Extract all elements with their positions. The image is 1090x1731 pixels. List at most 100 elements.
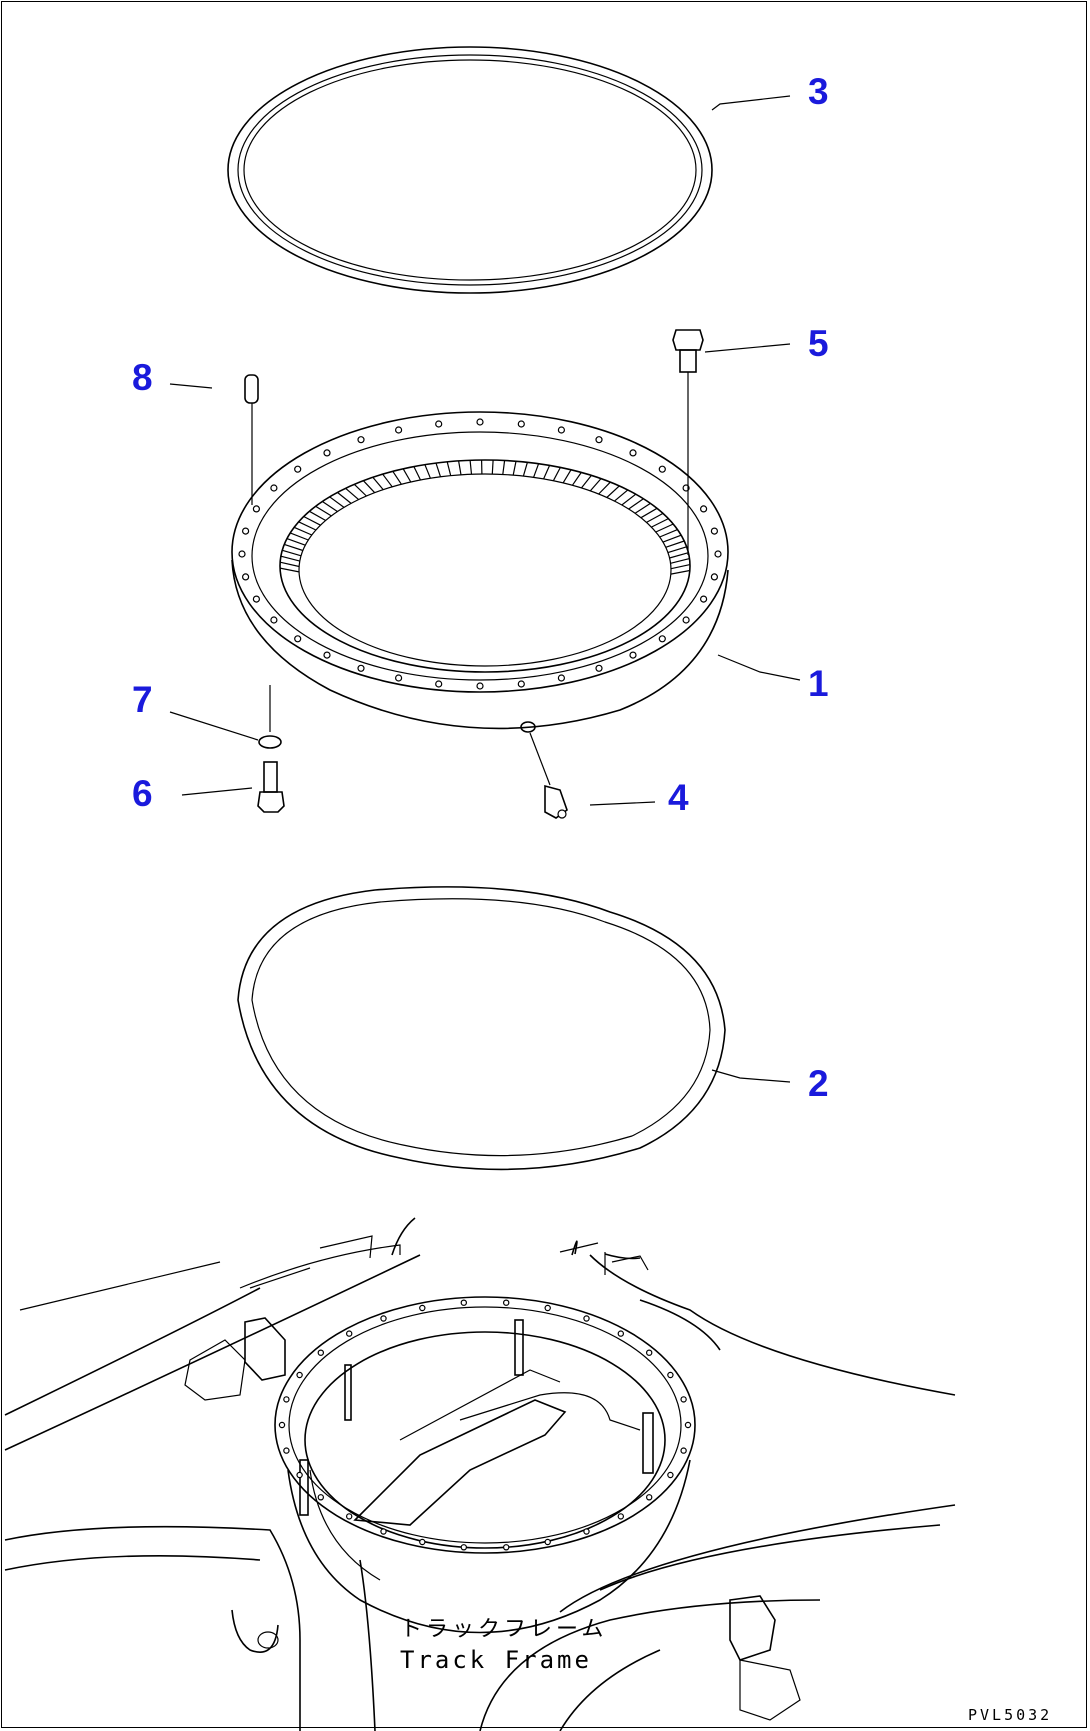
gear-tooth bbox=[659, 529, 678, 538]
gear-tooth bbox=[315, 505, 332, 517]
bolt-hole bbox=[395, 674, 403, 682]
bolt-hole bbox=[435, 420, 443, 428]
frame-bolt-hole bbox=[583, 1315, 590, 1322]
gear-tooth bbox=[337, 491, 352, 504]
bolt-hole bbox=[629, 449, 637, 457]
gear-tooth bbox=[655, 523, 674, 533]
bolt-hole bbox=[252, 505, 260, 513]
gear-tooth bbox=[279, 567, 300, 573]
bolt-hole bbox=[682, 616, 690, 624]
frame-bolt-hole bbox=[296, 1371, 303, 1379]
gear-tooth bbox=[589, 478, 602, 492]
callout-2: 2 bbox=[808, 1063, 829, 1104]
frame-bolt-hole bbox=[380, 1528, 387, 1535]
bolt-hole bbox=[557, 674, 566, 682]
part-8-pin bbox=[169, 374, 259, 505]
gear-tooth bbox=[621, 493, 637, 506]
gear-tooth bbox=[562, 469, 572, 484]
frame-bolt-hole bbox=[544, 1538, 551, 1546]
bolt-hole bbox=[323, 449, 331, 457]
gear-tooth bbox=[345, 487, 359, 501]
gear-tooth bbox=[640, 507, 658, 519]
gear-tooth bbox=[446, 461, 452, 476]
bolt-hole bbox=[517, 680, 525, 688]
gear-teeth bbox=[279, 459, 691, 575]
gear-tooth bbox=[309, 510, 326, 522]
gear-tooth bbox=[284, 543, 304, 552]
gear-tooth bbox=[286, 538, 306, 546]
gear-tooth bbox=[543, 465, 551, 480]
frame-bolt-hole bbox=[680, 1447, 687, 1454]
gear-tooth bbox=[628, 498, 644, 510]
frame-bolt-hole bbox=[346, 1513, 353, 1520]
callouts: 3 5 8 1 7 6 4 2 bbox=[132, 71, 829, 1104]
frame-bolt-hole bbox=[617, 1330, 625, 1337]
gear-tooth bbox=[435, 462, 442, 477]
frame-bolt-hole bbox=[380, 1315, 387, 1322]
gear-tooth bbox=[293, 526, 313, 536]
gear-tooth bbox=[670, 564, 691, 570]
gear-tooth bbox=[392, 470, 402, 485]
gear-tooth bbox=[614, 489, 629, 502]
gear-tooth bbox=[458, 460, 462, 475]
frame-bolt-hole bbox=[346, 1330, 353, 1337]
gear-tooth bbox=[298, 521, 317, 531]
bolt-hole bbox=[435, 680, 443, 688]
gear-tooth bbox=[372, 476, 384, 490]
callout-6: 6 bbox=[132, 773, 153, 814]
gear-tooth bbox=[282, 549, 302, 557]
gear-tooth bbox=[322, 501, 338, 512]
frame-bolt-hole bbox=[278, 1421, 286, 1429]
gear-tooth bbox=[413, 466, 422, 481]
bolt-hole bbox=[323, 651, 331, 659]
gear-tooth bbox=[665, 540, 685, 548]
part-2-seal-ring bbox=[237, 886, 791, 1171]
gear-tooth bbox=[424, 464, 431, 479]
bolt-hole bbox=[699, 595, 708, 603]
gear-tooth bbox=[634, 502, 651, 514]
frame-bolt-hole bbox=[460, 1544, 467, 1551]
bolt-hole bbox=[699, 505, 708, 513]
part-6-bolt bbox=[181, 761, 285, 813]
bolt-hole bbox=[476, 418, 484, 426]
frame-bolt-hole bbox=[283, 1447, 290, 1454]
gear-tooth bbox=[491, 460, 494, 475]
bolt-hole bbox=[242, 573, 250, 581]
callout-8: 8 bbox=[132, 357, 153, 398]
track-frame bbox=[4, 1217, 956, 1731]
part-7-washer bbox=[169, 685, 282, 749]
gear-tooth bbox=[646, 512, 664, 523]
bolt-hole bbox=[476, 682, 484, 690]
callout-1: 1 bbox=[808, 663, 829, 704]
frame-bolt-hole bbox=[419, 1304, 426, 1312]
gear-tooth bbox=[662, 534, 682, 543]
frame-bolt-hole bbox=[684, 1421, 692, 1429]
frame-bolt-hole bbox=[317, 1494, 324, 1501]
track-frame-label-en: Track Frame bbox=[400, 1646, 592, 1674]
gear-tooth bbox=[329, 496, 345, 508]
part-5-bolt bbox=[672, 329, 791, 555]
gear-tooth bbox=[667, 546, 687, 554]
bolt-hole bbox=[710, 527, 719, 535]
frame-bolt-holes bbox=[278, 1299, 692, 1551]
bolt-hole bbox=[517, 420, 525, 428]
gear-tooth bbox=[353, 483, 367, 497]
callout-4: 4 bbox=[668, 777, 689, 818]
bolt-hole bbox=[252, 595, 260, 603]
bolt-hole bbox=[294, 635, 302, 643]
bolt-hole bbox=[242, 527, 250, 535]
frame-bolt-hole bbox=[667, 1471, 674, 1479]
drawing-id: PVL5032 bbox=[968, 1706, 1052, 1724]
bolt-hole bbox=[294, 465, 302, 473]
frame-bolt-hole bbox=[680, 1396, 687, 1403]
bolt-hole bbox=[710, 573, 719, 581]
gear-tooth bbox=[581, 475, 592, 489]
gear-tooth bbox=[303, 515, 321, 526]
bolt-hole bbox=[658, 635, 666, 643]
gear-tooth bbox=[512, 461, 517, 476]
frame-bolt-hole bbox=[544, 1304, 551, 1312]
callout-7: 7 bbox=[132, 679, 153, 720]
